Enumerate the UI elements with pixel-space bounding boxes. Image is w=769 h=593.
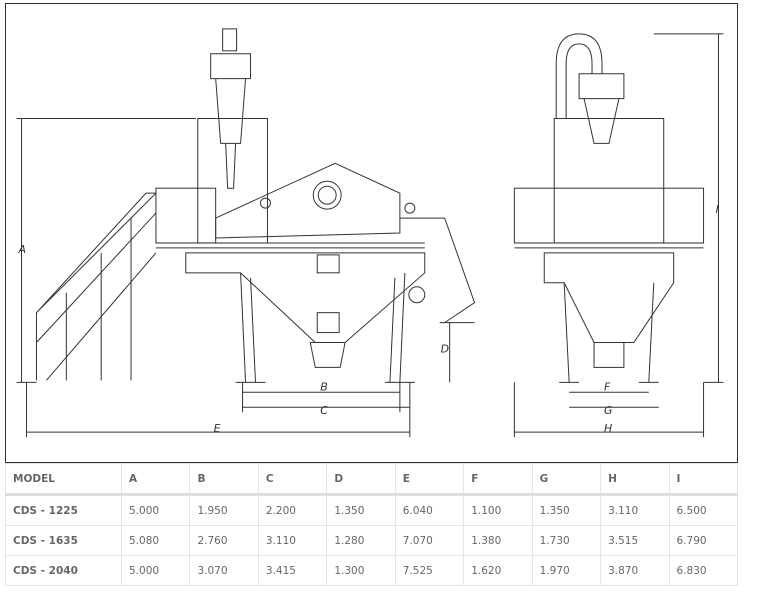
header-d: D xyxy=(326,463,396,496)
value-cell: 1.730 xyxy=(531,525,602,556)
value-cell: 3.070 xyxy=(189,555,259,586)
value-cell: 3.515 xyxy=(600,525,670,556)
value-cell: 5.000 xyxy=(120,494,191,526)
dimension-label-g: G xyxy=(604,404,612,417)
value-cell: 3.110 xyxy=(600,494,670,526)
value-cell: 1.620 xyxy=(463,555,533,586)
table-header-row: MODEL A B C D E F G H I xyxy=(5,463,738,496)
machine-elevation-drawings: A B C D E F G H I xyxy=(16,28,724,438)
model-cell: CDS - 2040 xyxy=(5,555,122,586)
value-cell: 1.950 xyxy=(189,494,259,526)
value-cell: 7.070 xyxy=(394,525,465,556)
value-cell: 6.790 xyxy=(668,525,738,556)
model-cell: CDS - 1225 xyxy=(5,494,122,526)
value-cell: 1.350 xyxy=(531,494,602,526)
value-cell: 3.110 xyxy=(257,525,328,556)
model-cell: CDS - 1635 xyxy=(5,525,122,556)
value-cell: 6.040 xyxy=(394,494,465,526)
header-g: G xyxy=(531,463,602,496)
value-cell: 7.525 xyxy=(394,555,465,586)
value-cell: 6.500 xyxy=(668,494,738,526)
technical-drawing: A B C D E F G H I xyxy=(5,3,738,463)
value-cell: 1.970 xyxy=(531,555,602,586)
side-view: A B C D E xyxy=(16,28,476,438)
dimension-label-e: E xyxy=(214,422,221,435)
value-cell: 5.080 xyxy=(120,525,191,556)
dimension-label-c: C xyxy=(320,404,328,417)
value-cell: 6.830 xyxy=(668,555,738,586)
header-h: H xyxy=(600,463,670,496)
header-a: A xyxy=(120,463,191,496)
value-cell: 1.350 xyxy=(326,494,396,526)
value-cell: 1.300 xyxy=(326,555,396,586)
dimension-label-a: A xyxy=(18,243,26,256)
value-cell: 1.100 xyxy=(463,494,533,526)
value-cell: 3.870 xyxy=(600,555,670,586)
value-cell: 1.280 xyxy=(326,525,396,556)
header-f: F xyxy=(463,463,533,496)
header-c: C xyxy=(257,463,328,496)
dimension-label-i: I xyxy=(715,203,718,216)
header-e: E xyxy=(394,463,465,496)
value-cell: 5.000 xyxy=(120,555,191,586)
end-view: F G H I xyxy=(513,33,724,438)
dimension-label-d: D xyxy=(441,342,449,355)
dimension-label-b: B xyxy=(320,380,328,393)
value-cell: 2.760 xyxy=(189,525,259,556)
header-i: I xyxy=(668,463,738,496)
header-model: MODEL xyxy=(5,463,122,496)
value-cell: 3.415 xyxy=(257,555,328,586)
header-b: B xyxy=(189,463,259,496)
value-cell: 2.200 xyxy=(257,494,328,526)
value-cell: 1.380 xyxy=(463,525,533,556)
dimension-label-f: F xyxy=(604,380,611,393)
dimension-label-h: H xyxy=(604,422,612,435)
